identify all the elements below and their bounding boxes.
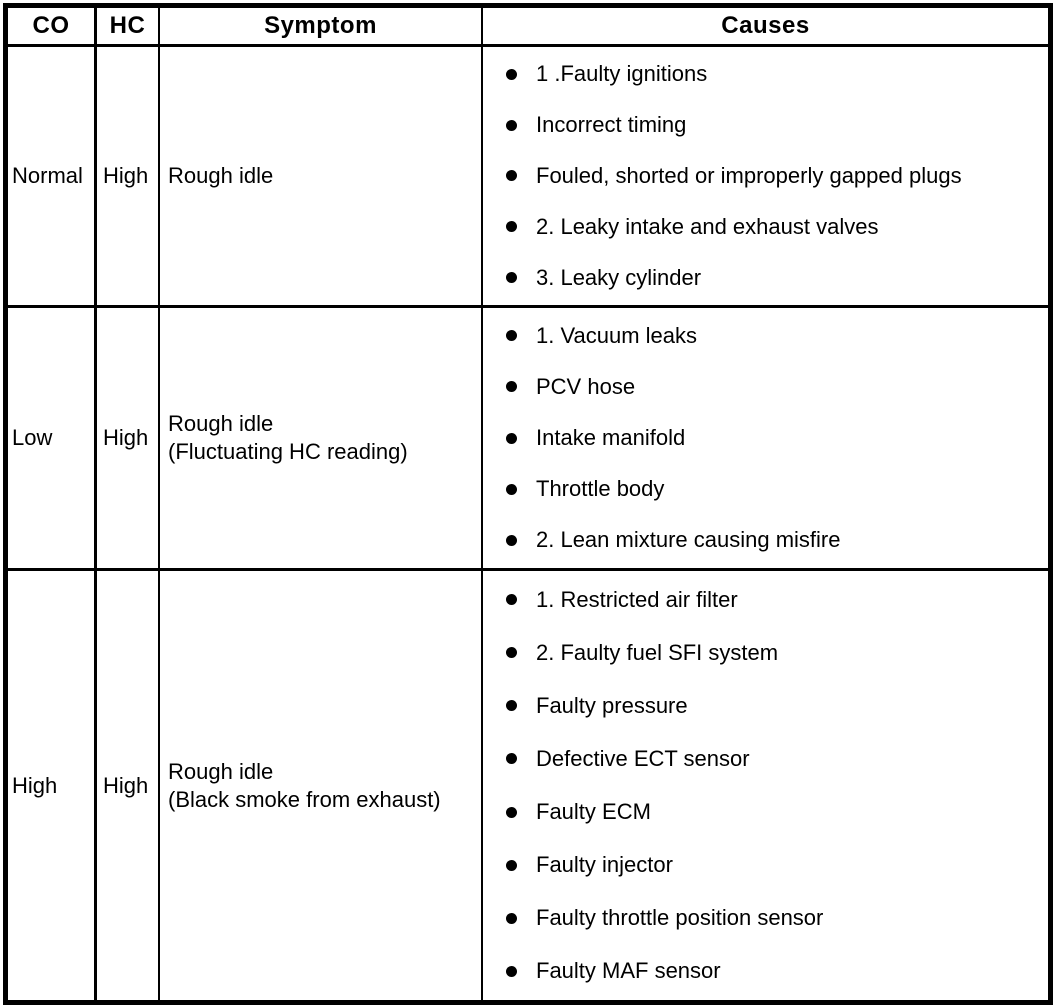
bullet-icon [506, 753, 517, 765]
cell-causes-row3: 1. Restricted air filter 2. Faulty fuel … [483, 571, 1048, 1000]
cell-co-row3: High [8, 571, 97, 1000]
cause-text: Intake manifold [536, 425, 686, 450]
cause-item: Defective ECT sensor [483, 732, 1048, 785]
symptom-note: (Fluctuating HC reading) [168, 439, 408, 464]
bullet-icon [506, 859, 517, 871]
bullet-icon [506, 170, 517, 182]
header-causes: Causes [483, 8, 1048, 47]
cause-item: Faulty ECM [483, 786, 1048, 839]
cell-symptom-row3: Rough idle (Black smoke from exhaust) [160, 571, 483, 1000]
cause-text: 2. Leaky intake and exhaust valves [536, 213, 879, 239]
cause-item: Intake manifold [483, 412, 1048, 463]
bullet-icon [506, 272, 517, 284]
cell-symptom-row2: Rough idle (Fluctuating HC reading) [160, 308, 483, 571]
cell-hc-row1: High [97, 47, 160, 308]
bullet-icon [506, 700, 517, 712]
cause-item: Faulty MAF sensor [483, 945, 1048, 998]
cell-causes-row2: 1. Vacuum leaks PCV hose Intake manifold… [483, 308, 1048, 571]
cause-item: PCV hose [483, 361, 1048, 412]
cell-hc-row2: High [97, 308, 160, 571]
bullet-icon [506, 221, 517, 233]
header-symptom: Symptom [160, 8, 483, 47]
cause-item: Fouled, shorted or improperly gapped plu… [483, 151, 1048, 202]
cause-text: Defective ECT sensor [536, 745, 750, 771]
cause-item: 1 .Faulty ignitions [483, 49, 1048, 100]
bullet-icon [506, 330, 517, 342]
cell-hc-row3: High [97, 571, 160, 1000]
header-co: CO [8, 8, 97, 47]
cell-causes-row1: 1 .Faulty ignitions Incorrect timing Fou… [483, 47, 1048, 308]
table-grid: CO HC Symptom Causes Normal High Rough i… [8, 8, 1048, 1000]
cause-text: Incorrect timing [536, 112, 687, 138]
symptom-text: Rough idle [168, 758, 274, 784]
cause-item: 1. Restricted air filter [483, 573, 1048, 626]
bullet-icon [506, 806, 517, 818]
cause-item: Faulty throttle position sensor [483, 892, 1048, 945]
cause-text: 1. Vacuum leaks [536, 322, 698, 348]
cause-text: 2. Faulty fuel SFI system [536, 639, 779, 665]
bullet-icon [506, 68, 517, 80]
bullet-icon [506, 381, 517, 393]
cell-co-row2: Low [8, 308, 97, 571]
cause-text: Faulty injector [536, 852, 673, 878]
bullet-icon [506, 594, 517, 606]
cause-text: Faulty MAF sensor [536, 958, 721, 984]
cause-item: 1. Vacuum leaks [483, 310, 1048, 361]
bullet-icon [506, 119, 517, 131]
cell-co-row1: Normal [8, 47, 97, 308]
bullet-icon [506, 965, 517, 977]
cause-item: Faulty pressure [483, 679, 1048, 732]
cause-text: 1 .Faulty ignitions [536, 61, 708, 87]
bullet-icon [506, 534, 517, 546]
symptom-note: (Black smoke from exhaust) [168, 786, 441, 812]
cause-item: 3. Leaky cylinder [483, 252, 1048, 303]
bullet-icon [506, 432, 517, 444]
header-hc: HC [97, 8, 160, 47]
cause-text: PCV hose [536, 373, 636, 399]
symptom-text: Rough idle [168, 411, 274, 436]
symptom-text: Rough idle [168, 163, 274, 188]
cause-text: 3. Leaky cylinder [536, 264, 702, 290]
cell-symptom-row1: Rough idle [160, 47, 483, 308]
cause-text: Faulty throttle position sensor [536, 905, 824, 931]
cause-text: Fouled, shorted or improperly gapped plu… [536, 162, 962, 188]
bullet-icon [506, 483, 517, 495]
cause-text: 2. Lean mixture causing misfire [536, 527, 841, 553]
diagnostic-table: CO HC Symptom Causes Normal High Rough i… [3, 3, 1053, 1005]
cause-item: 2. Faulty fuel SFI system [483, 626, 1048, 679]
cause-item: Incorrect timing [483, 100, 1048, 151]
cause-item: 2. Leaky intake and exhaust valves [483, 201, 1048, 252]
cause-text: 1. Restricted air filter [536, 586, 738, 612]
cause-item: 2. Lean mixture causing misfire [483, 515, 1048, 566]
bullet-icon [506, 912, 517, 924]
cause-text: Faulty ECM [536, 799, 651, 825]
cause-item: Faulty injector [483, 839, 1048, 892]
bullet-icon [506, 647, 517, 659]
cause-item: Throttle body [483, 464, 1048, 515]
cause-text: Throttle body [536, 476, 665, 502]
cause-text: Faulty pressure [536, 692, 688, 718]
